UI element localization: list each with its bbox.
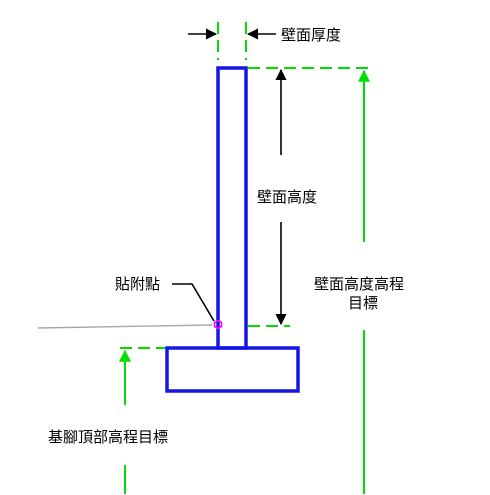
wall-thickness-label: 壁面厚度 xyxy=(281,26,341,44)
attach-point-label: 貼附點 xyxy=(115,275,160,293)
wall-height-target-label-line1: 壁面高度高程 xyxy=(314,275,404,293)
attach-point-marker xyxy=(213,319,223,330)
attach-point-leader xyxy=(172,283,215,322)
wall-height-label: 壁面高度 xyxy=(257,188,317,206)
ground-line xyxy=(37,324,213,329)
footing-top-target-label: 基腳頂部高程目標 xyxy=(48,428,168,446)
wall-footing xyxy=(165,346,300,393)
wall-height-target-label-line2: 目標 xyxy=(348,294,378,312)
wall-stem xyxy=(216,66,248,350)
